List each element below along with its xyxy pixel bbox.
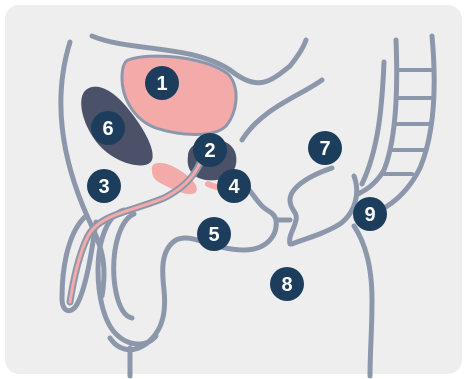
marker-3-label: 3 <box>98 176 109 198</box>
marker-8: 8 <box>270 267 304 301</box>
pelvic-cavity-outline <box>242 80 322 140</box>
testis-outline <box>114 214 134 318</box>
rectum-back-wall <box>292 176 357 244</box>
marker-1-label: 1 <box>156 73 167 95</box>
marker-6: 6 <box>91 111 125 145</box>
marker-5-label: 5 <box>208 224 219 246</box>
scrotum-outline <box>98 210 156 344</box>
spine-outline <box>362 62 384 184</box>
bladder <box>122 56 236 134</box>
marker-2-label: 2 <box>204 140 215 162</box>
marker-3: 3 <box>87 169 121 203</box>
marker-7: 7 <box>308 131 342 165</box>
marker-9: 9 <box>353 197 387 231</box>
marker-5: 5 <box>197 217 231 251</box>
marker-7-label: 7 <box>319 138 330 160</box>
marker-4-label: 4 <box>228 176 240 198</box>
marker-4: 4 <box>217 169 251 203</box>
marker-2: 2 <box>193 133 227 167</box>
marker-8-label: 8 <box>281 274 292 296</box>
marker-1: 1 <box>145 66 179 100</box>
buttock-outline <box>354 226 372 376</box>
marker-9-label: 9 <box>364 204 375 226</box>
perineum-outline <box>110 178 276 350</box>
marker-6-label: 6 <box>102 118 113 140</box>
